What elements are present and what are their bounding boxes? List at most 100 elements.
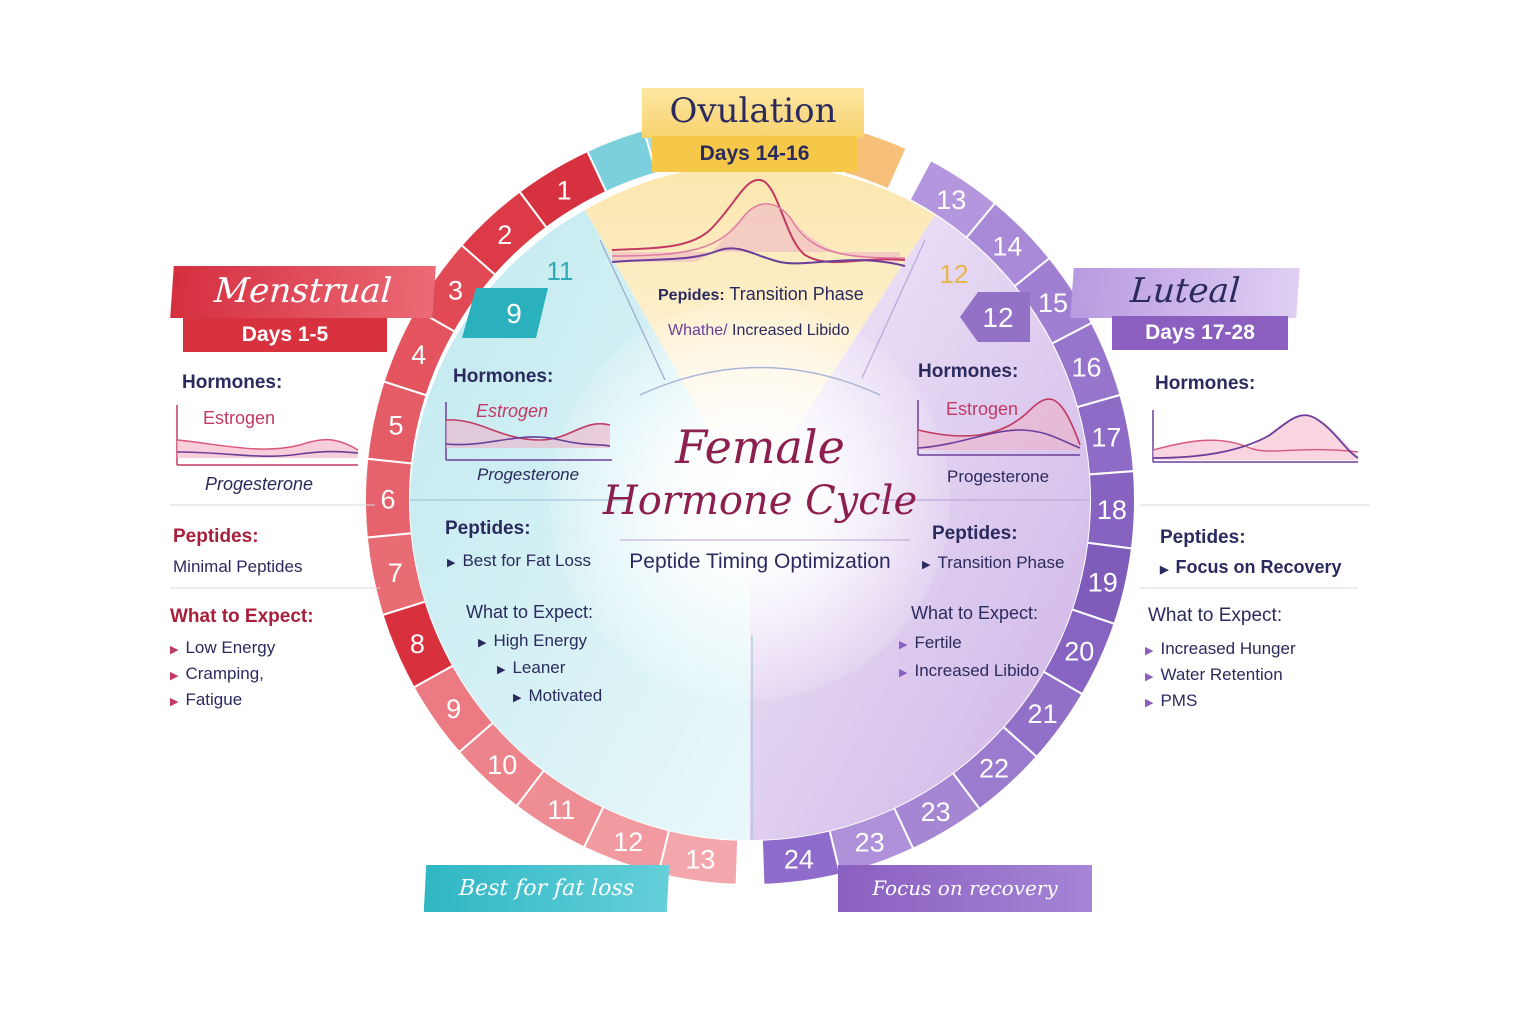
title-line-1: Female [675, 420, 845, 474]
ovulation-peptides-label: Pepides: [658, 287, 725, 304]
menstrual-title-banner: Menstrual [170, 266, 436, 318]
title-line-2: Hormone Cycle [602, 478, 918, 524]
luteal-days: Days 17-28 [1145, 321, 1255, 344]
ring-day-left-7-label: 7 [388, 558, 403, 588]
luteal-hormone-chart [1152, 410, 1359, 463]
ring-day-left-5 [366, 380, 428, 465]
ring-right-days: 13 14 15 16 17 18 19 20 21 22 23 23 24 [760, 158, 1136, 886]
menstrual-progesterone-label: Progesterone [205, 474, 314, 494]
ring-day-right-11-label: 23 [921, 797, 951, 827]
menstrual-expect-label: What to Expect: [170, 606, 314, 627]
list-item: ▶Fertile [899, 633, 962, 652]
ring-day-left-13-label: 13 [685, 845, 715, 875]
luteal-peptides: ▶Focus on Recovery [1160, 557, 1342, 577]
inner-tag-12 [960, 292, 1030, 342]
luteal-hormones-label: Hormones: [1155, 373, 1256, 394]
luteal-bottom-banner: Focus on recovery [838, 865, 1092, 912]
menstrual-estrogen-label: Estrogen [203, 408, 276, 428]
menstrual-hormone-chart [176, 405, 359, 466]
inner-label-11: 11 [547, 256, 574, 286]
list-item: ▶Cramping, [170, 664, 264, 683]
ring-day-left-4 [382, 307, 457, 397]
ring-day-right-12-label: 23 [855, 828, 885, 858]
ring-day-right-2-label: 14 [992, 231, 1022, 261]
ring-day-left-3-label: 3 [448, 275, 463, 305]
list-item: ▶Low Energy [170, 638, 276, 657]
ring-day-left-2 [460, 190, 548, 277]
ring-day-right-8-label: 20 [1064, 636, 1094, 666]
follicular-bottom-banner: Best for fat loss [423, 865, 670, 912]
list-item: ▶High Energy [478, 631, 588, 650]
luteal-expect-label: What to Expect: [1148, 605, 1283, 626]
subtitle: Peptide Timing Optimization [629, 550, 891, 573]
follicular-expect-label: What to Expect: [466, 602, 594, 622]
follicular-bottom-label: Best for fat loss [458, 876, 635, 901]
ring-day-right-10-label: 22 [979, 753, 1009, 783]
follicular-estrogen-label: Estrogen [476, 401, 549, 421]
ring-day-right-6-label: 18 [1097, 495, 1127, 525]
ring-day-left-12-label: 12 [613, 827, 643, 857]
menstrual-days: Days 1-5 [241, 323, 329, 346]
ring-day-right-1-label: 13 [936, 185, 966, 215]
ring-day-right-4-label: 16 [1072, 353, 1102, 383]
ovulation-expect-label: Whathe/ [668, 322, 728, 339]
ring-day-left-4-label: 4 [411, 340, 426, 370]
luteal-bottom-label: Focus on recovery [872, 876, 1058, 900]
ring-day-left-8-label: 8 [410, 629, 425, 659]
menstrual-title: Menstrual [213, 271, 394, 311]
inner-label-12-yellow: 12 [940, 259, 969, 289]
menstrual-hormones-label: Hormones: [182, 372, 283, 393]
list-item: ▶Increased Libido [899, 661, 1040, 680]
luteal-title-banner: Luteal [1070, 268, 1300, 318]
menstrual-days-banner: Days 1-5 [183, 318, 387, 352]
early-luteal-peptides-label: Peptides: [932, 523, 1018, 544]
ovulation-hormone-chart [611, 178, 906, 267]
early-luteal-hormones-label: Hormones: [918, 361, 1019, 382]
early-luteal-progesterone-label: Progesterone [947, 467, 1050, 486]
inner-tag-9 [462, 288, 548, 338]
ring-day-left-10-label: 10 [487, 750, 517, 780]
follicular-hormones-label: Hormones: [453, 366, 554, 387]
ring-top-orange [842, 128, 908, 191]
list-item: ▶Increased Hunger [1145, 639, 1296, 658]
ring-day-right-5-label: 17 [1091, 423, 1121, 453]
ring-day-left-9-label: 9 [446, 694, 461, 724]
early-luteal-expect-label: What to Expect: [911, 603, 1039, 623]
ring-day-right-7-label: 19 [1088, 567, 1118, 597]
follicular-hormone-chart [445, 402, 612, 461]
luteal-expect-list: ▶Increased Hunger ▶Water Retention ▶PMS [1145, 637, 1296, 715]
ovulation-days-banner: Days 14-16 [652, 136, 857, 172]
follicular-peptides-label: Peptides: [445, 518, 531, 539]
list-item: ▶Motivated [513, 686, 603, 705]
ring-day-left-1-label: 1 [557, 175, 572, 205]
ring-day-left-11-label: 11 [547, 795, 575, 825]
ring-day-right-9-label: 21 [1028, 699, 1058, 729]
menstrual-peptides: Minimal Peptides [173, 557, 303, 576]
inner-tag-12-label: 12 [982, 302, 1013, 333]
ovulation-title-banner: Ovulation [642, 88, 864, 138]
early-luteal-peptides: ▶Transition Phase [922, 553, 1065, 572]
menstrual-peptides-label: Peptides: [173, 526, 259, 547]
ring-day-left-2-label: 2 [497, 220, 512, 250]
menstrual-expect-list: ▶Low Energy ▶Cramping, ▶Fatigue [170, 636, 275, 714]
early-luteal-estrogen-label: Estrogen [946, 399, 1019, 419]
luteal-peptides-label: Peptides: [1160, 527, 1246, 548]
follicular-progesterone-label: Progesterone [477, 465, 580, 484]
ring-day-right-13-label: 24 [784, 845, 814, 875]
ring-day-left-6-label: 6 [380, 484, 395, 514]
ring-day-right-3-label: 15 [1038, 288, 1068, 318]
list-item: ▶PMS [1145, 691, 1198, 710]
ovulation-peptides: Transition Phase [729, 284, 864, 304]
list-item: ▶Water Retention [1145, 665, 1283, 684]
ovulation-days: Days 14-16 [699, 142, 810, 165]
ovulation-title: Ovulation [669, 91, 837, 131]
ovulation-expect-value: Increased Libido [732, 322, 850, 339]
luteal-title: Luteal [1129, 271, 1242, 311]
follicular-peptides: ▶Best for Fat Loss [447, 551, 591, 570]
list-item: ▶Leaner [497, 658, 566, 677]
luteal-days-banner: Days 17-28 [1112, 316, 1288, 350]
list-item: ▶Fatigue [170, 690, 243, 709]
ring-day-left-5-label: 5 [388, 410, 403, 440]
